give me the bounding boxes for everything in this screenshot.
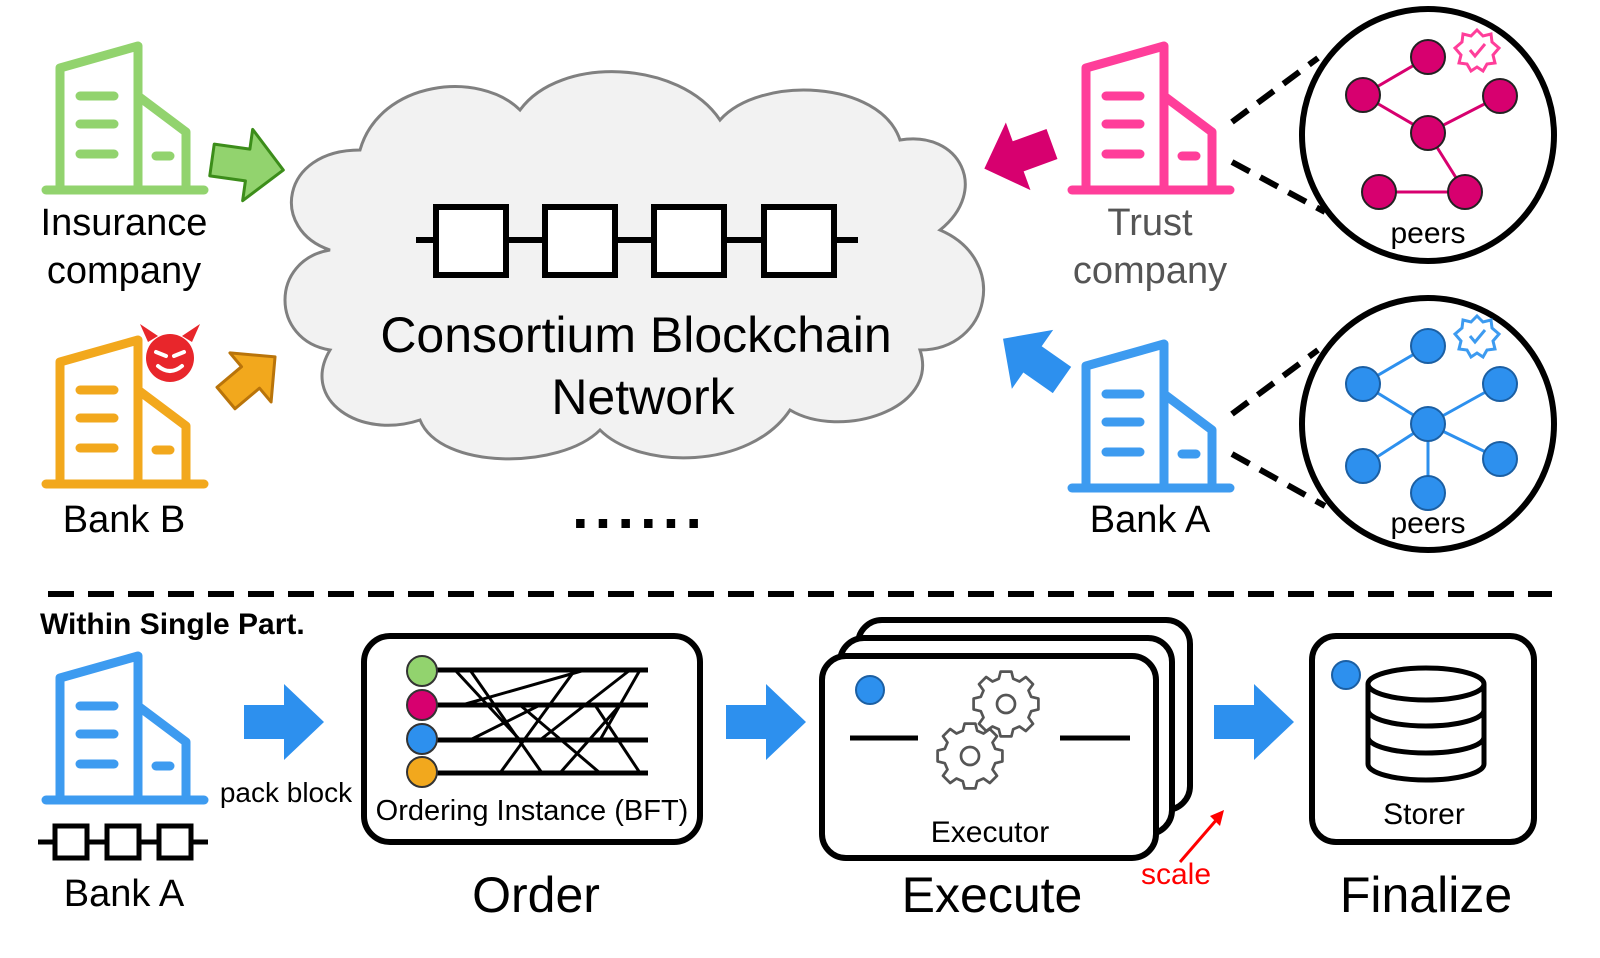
bank-a-peers-connector — [1230, 347, 1327, 509]
insurance-building-icon — [46, 46, 204, 190]
insurance-arrow-icon — [208, 127, 285, 203]
stage-finalize-label: Finalize — [1340, 867, 1512, 923]
ordering-participant-dots — [406, 655, 438, 788]
gear-icon — [972, 670, 1040, 738]
order-dot-green — [406, 655, 438, 687]
trust-peers-label: peers — [1390, 217, 1465, 250]
bank-a-arrow-icon — [1003, 329, 1072, 394]
order-dot-magenta — [406, 689, 438, 721]
pipeline-bank-building-icon — [46, 656, 204, 800]
pipeline-chain-icon — [38, 823, 208, 861]
scale-arrow-icon — [1178, 810, 1224, 863]
scale-label: scale — [1141, 858, 1211, 891]
storer-label: Storer — [1383, 798, 1465, 831]
verified-badge-icon — [1452, 27, 1502, 74]
pipeline-bank-label: Bank A — [64, 873, 185, 915]
flow-arrow-icon — [1214, 684, 1294, 760]
more-participants-ellipsis: ...... — [572, 474, 708, 541]
trust-arrow-icon — [984, 122, 1058, 191]
section-title: Within Single Part. — [40, 608, 305, 641]
insurance-label-line2: company — [47, 250, 201, 292]
executor-label: Executor — [931, 816, 1049, 849]
bank-a-peers-cluster — [1299, 295, 1557, 553]
trust-label-line2: company — [1073, 250, 1227, 292]
chain-icon — [416, 204, 858, 278]
stage-order-label: Order — [472, 867, 600, 923]
trust-peers-cluster — [1299, 6, 1557, 264]
network-title-line1: Consortium Blockchain — [380, 307, 891, 363]
ordering-instance-box — [361, 633, 703, 845]
trust-peers-connector — [1230, 55, 1327, 215]
gear-icon — [936, 722, 1004, 790]
order-dot-blue — [406, 723, 438, 755]
bank-a-peers-label: peers — [1390, 507, 1465, 540]
trust-label-line1: Trust — [1107, 202, 1193, 244]
pack-block-label: pack block — [220, 777, 353, 808]
blockchain-cloud — [283, 70, 986, 461]
executor-stack — [819, 617, 1193, 861]
verified-badge-icon — [1452, 313, 1502, 360]
flow-arrow-icon — [726, 684, 806, 760]
insurance-label-line1: Insurance — [41, 202, 208, 244]
network-title-line2: Network — [551, 369, 735, 425]
bank-b-arrow-icon — [215, 351, 277, 411]
trust-building-icon — [1072, 46, 1230, 190]
stage-execute-label: Execute — [902, 867, 1083, 923]
devil-icon — [140, 324, 200, 382]
order-dot-orange — [406, 756, 438, 788]
database-icon — [1365, 665, 1487, 783]
flow-arrow-icon — [244, 684, 324, 760]
bank-b-label: Bank B — [63, 499, 186, 541]
ordering-instance-label: Ordering Instance (BFT) — [376, 795, 689, 827]
bank-a-label: Bank A — [1090, 499, 1211, 541]
bank-a-building-icon — [1072, 344, 1230, 488]
